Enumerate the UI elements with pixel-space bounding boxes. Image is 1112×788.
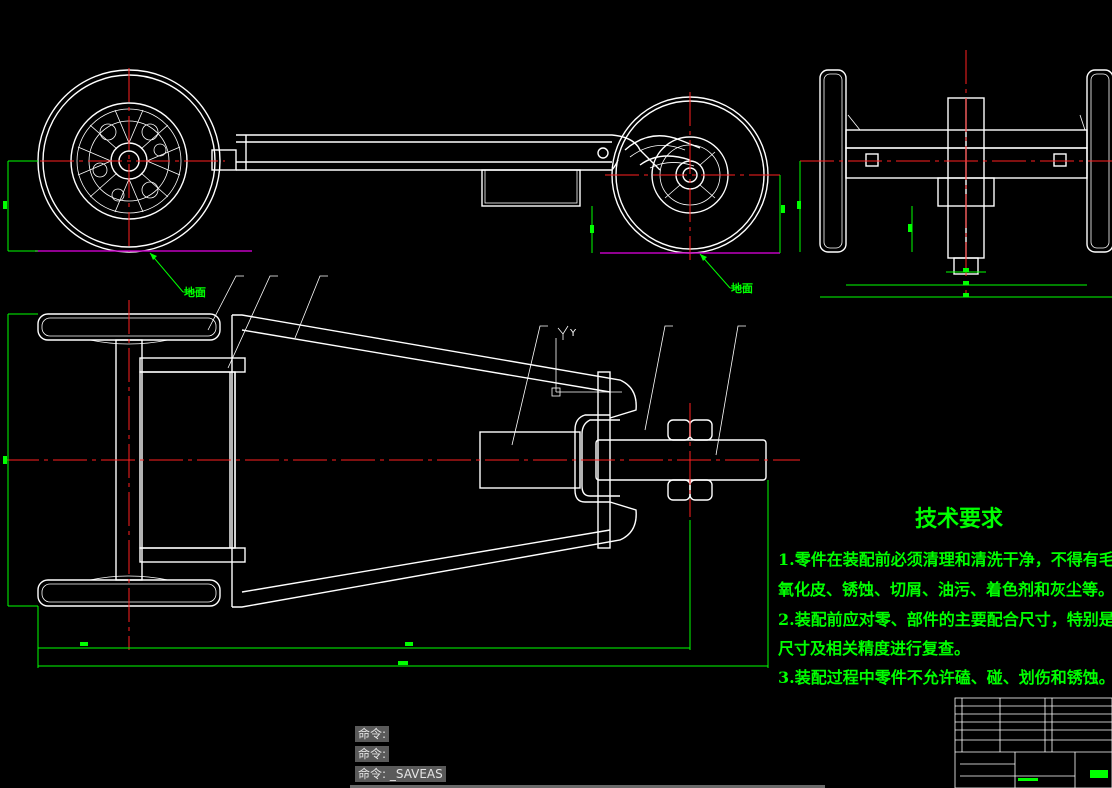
command-line-history: 命令: 命令: 命令: _SAVEAS (355, 726, 446, 786)
title-block (954, 697, 1112, 788)
tech-requirement-line-5: 3.装配过程中零件不允许磕、碰、划伤和锈蚀。 (778, 668, 1112, 687)
command-line-1: 命令: (355, 726, 390, 742)
side-view: 地面 地面 (3, 68, 785, 299)
tech-requirement-line-1: 1.零件在装配前必须清理和清洗干净，不得有毛刺、飞 (778, 550, 1112, 569)
axis-y-label: Y (569, 328, 577, 339)
tech-requirements-title: 技术要求 (915, 506, 1003, 532)
top-view: Y (3, 275, 800, 668)
horizontal-scrollbar[interactable] (350, 785, 825, 788)
tech-requirement-line-2: 氧化皮、锈蚀、切屑、油污、着色剂和灰尘等。 (777, 580, 1112, 599)
command-line-3: 命令: _SAVEAS (355, 766, 446, 782)
tech-requirement-line-3: 2.装配前应对零、部件的主要配合尺寸，特别是过盈配 (778, 610, 1112, 629)
ground-label-right: 地面 (731, 281, 753, 295)
command-line-2: 命令: (355, 746, 390, 762)
ground-label-left: 地面 (184, 285, 206, 299)
front-view (797, 50, 1112, 298)
technical-requirements: 技术要求 1.零件在装配前必须清理和清洗干净，不得有毛刺、飞 氧化皮、锈蚀、切屑… (777, 506, 1112, 687)
tech-requirement-line-4: 尺寸及相关精度进行复查。 (778, 639, 970, 658)
